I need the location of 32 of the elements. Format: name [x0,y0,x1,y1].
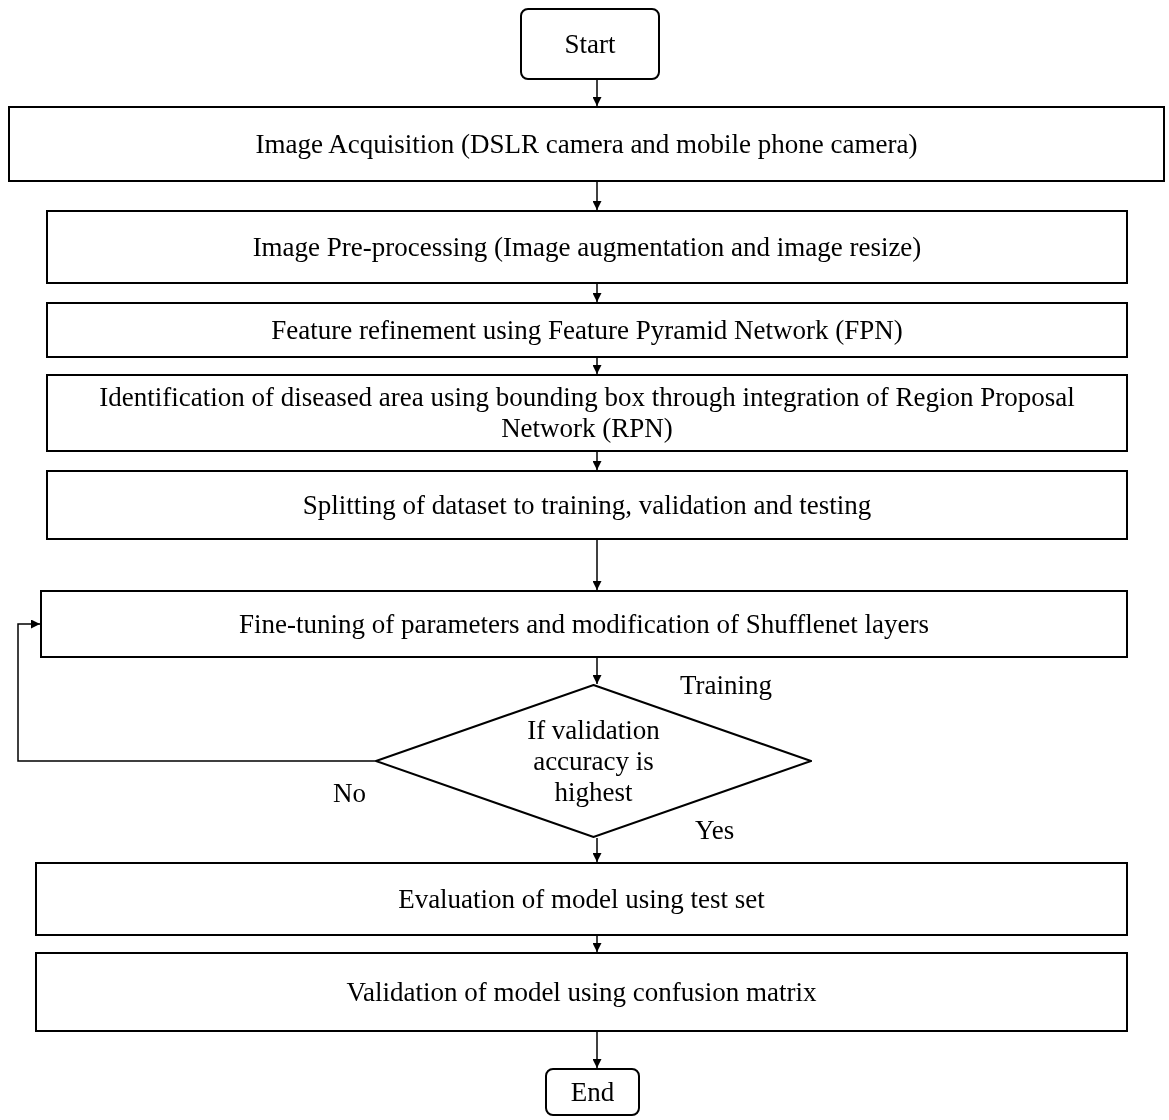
process-box [46,374,1128,452]
terminal-box [520,8,660,80]
process-box [46,470,1128,540]
process-box [35,862,1128,936]
arrow [592,451,602,471]
arrow [592,539,602,591]
arrow [17,619,376,762]
arrow [592,79,602,107]
step-text: Fine-tuning of parameters and modification of Shufflenet layers [238,608,930,640]
step-text: Validation of model using confusion matrix [346,976,817,1008]
process-box [46,210,1128,284]
step-text: End [570,1076,615,1108]
process-box [8,106,1165,182]
arrow [592,837,602,863]
step-text: Start [564,28,616,60]
arrow [592,657,602,685]
step-text: Evaluation of model using test set [398,883,765,915]
arrow [592,1031,602,1069]
process-box [46,302,1128,358]
step-text: Identification of diseased area using bounding box through integration of Region Proposal Network (RPN) [98,382,1076,444]
terminal-box [545,1068,640,1116]
arrow [592,935,602,953]
step-text: If validation accuracy is highest [526,714,661,808]
step-text: Image Pre-processing (Image augmentation and image resize) [252,231,922,263]
arrow [592,181,602,211]
process-box [35,952,1128,1032]
step-text: Image Acquisition (DSLR camera and mobile phone camera) [255,128,918,160]
arrow [592,357,602,375]
arrow [592,283,602,303]
step-text: Feature refinement using Feature Pyramid Network (FPN) [271,314,903,346]
process-box [40,590,1128,658]
step-text: Splitting of dataset to training, validation and testing [302,489,872,521]
